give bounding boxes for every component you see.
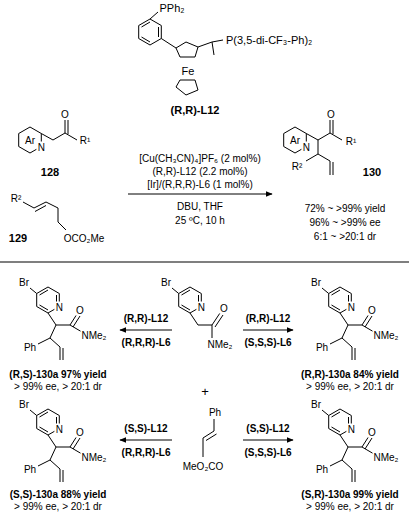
text-label: Br — [18, 277, 30, 288]
text-label: > 99% ee, > 20:1 dr — [13, 501, 103, 512]
text-label: + — [200, 385, 210, 399]
text-label: NMe₂ — [373, 330, 400, 341]
text-label: > 99% ee, > 20:1 dr — [305, 501, 395, 512]
text-label: (S,S,S)-L6 — [243, 337, 292, 348]
text-label: N — [302, 141, 311, 152]
text-label: N — [347, 301, 356, 312]
text-label: MeO₂CO — [182, 461, 225, 472]
text-label: 96% ~ >99% ee — [308, 217, 381, 228]
text-label: R² — [291, 161, 304, 172]
text-label: O — [367, 427, 377, 438]
text-label: N — [55, 301, 64, 312]
text-label: Ph — [208, 407, 222, 418]
text-label: (R,R,R)-L6 — [121, 447, 172, 458]
text-label: (S,S)-130a 88% yield — [9, 489, 108, 500]
text-label: 25 ºC, 10 h — [174, 215, 226, 226]
text-label: 6:1 ~ >20:1 dr — [313, 231, 377, 242]
text-label: (S,S)-L12 — [245, 423, 290, 434]
text-label: Ar — [289, 135, 301, 146]
text-label: N — [55, 423, 64, 434]
text-label: Br — [310, 399, 322, 410]
text-label: (R,S)-130a 97% yield — [8, 369, 107, 380]
text-label: (S,S)-L12 — [123, 423, 168, 434]
text-label: O — [60, 109, 70, 120]
text-label: O — [367, 305, 377, 316]
text-label: 128 — [40, 166, 60, 178]
text-label: Br — [160, 277, 172, 288]
text-label: OCO₂Me — [63, 233, 106, 244]
text-label: 130 — [362, 166, 382, 178]
text-label: Br — [18, 399, 30, 410]
text-label: NMe₂ — [81, 330, 108, 341]
text-label: Ar — [24, 135, 36, 146]
text-label: N — [37, 141, 46, 152]
text-label: Br — [310, 277, 322, 288]
text-label: O — [326, 109, 336, 120]
text-label: R¹ — [79, 135, 92, 146]
text-label: (R,R)-130a 84% yield — [300, 369, 400, 380]
text-label: > 99% ee, > 20:1 dr — [13, 381, 103, 392]
text-label: PPh₂ — [158, 2, 185, 14]
text-label: DBU, THF — [176, 201, 224, 212]
text-label: NMe₂ — [207, 339, 234, 350]
text-label: NMe₂ — [81, 452, 108, 463]
text-label: (R,R)-L12 (2.2 mol%) — [151, 166, 248, 177]
text-label: 72% ~ >99% yield — [304, 203, 387, 214]
text-label: Ph — [315, 464, 329, 475]
text-label: 129 — [8, 232, 28, 244]
text-label: (S,S,S)-L6 — [243, 447, 292, 458]
text-label: (R,R,R)-L6 — [121, 337, 172, 348]
text-label: P(3,5-di-CF₃-Ph)₂ — [225, 34, 313, 46]
text-label: [Cu(CH₃CN)₄]PF₆ (2 mol%) — [138, 153, 262, 164]
text-label: N — [347, 423, 356, 434]
text-label: (R,R)-L12 — [123, 313, 169, 324]
text-label: Ph — [23, 464, 37, 475]
text-label: O — [75, 427, 85, 438]
text-label: Ph — [23, 342, 37, 353]
text-label: R¹ — [345, 136, 358, 147]
text-label: (S,R)-130a 99% yield — [300, 489, 399, 500]
text-label: Fe — [181, 65, 196, 77]
text-label: (R,R)-L12 — [170, 104, 221, 116]
text-label: O — [219, 303, 229, 314]
text-label: > 99% ee, > 20:1 dr — [305, 381, 395, 392]
text-label: Ph — [315, 342, 329, 353]
text-label: O — [75, 305, 85, 316]
text-label: [Ir]/(R,R,R)-L6 (1 mol%) — [146, 179, 254, 190]
text-label: R² — [10, 193, 23, 204]
text-label: (R,R)-L12 — [245, 313, 291, 324]
text-label: NMe₂ — [373, 452, 400, 463]
text-label: N — [197, 301, 206, 312]
